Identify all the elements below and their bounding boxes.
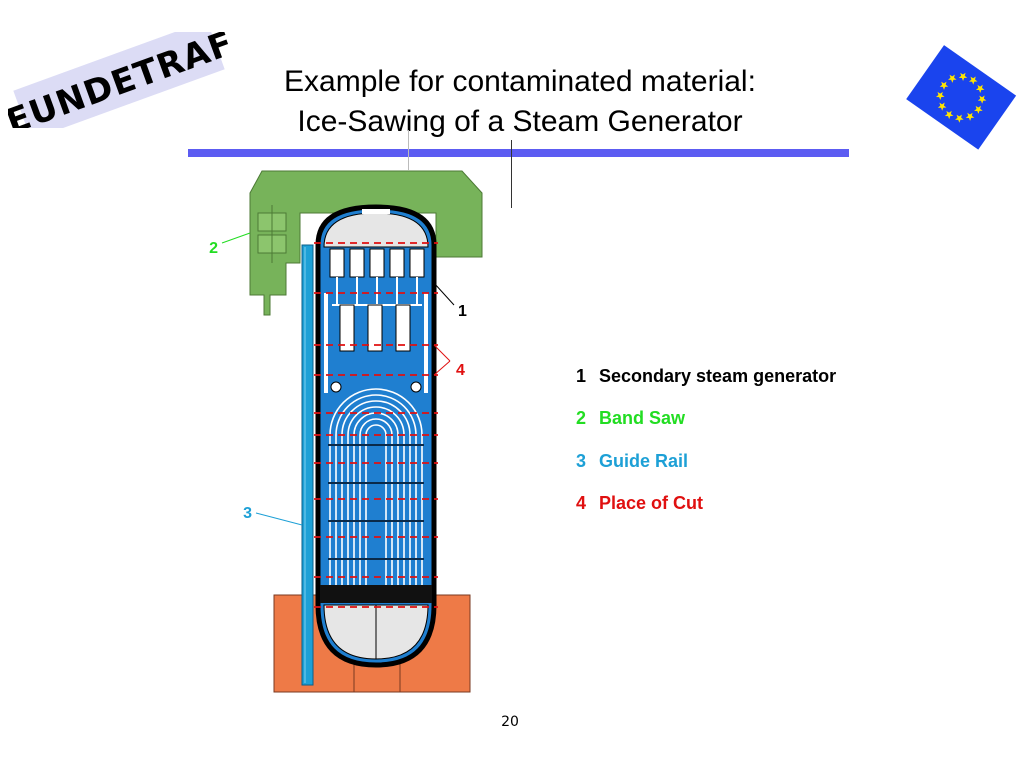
flag-star	[948, 74, 957, 83]
flag-star	[955, 114, 964, 123]
band-saw	[249, 170, 483, 316]
legend-number: 1	[576, 365, 587, 386]
legend-number: 3	[576, 450, 587, 471]
divider-line	[408, 130, 409, 170]
flag-background	[906, 45, 1017, 150]
separators	[329, 248, 425, 278]
label-1: 1	[458, 303, 467, 320]
legend-label: Guide Rail	[599, 450, 689, 471]
legend-item-3: 3 Guide Rail	[576, 440, 916, 483]
legend-label: Place of Cut	[599, 493, 704, 514]
logo-text: EUNDETRAF	[8, 32, 230, 128]
eundetraf-logo: EUNDETRAF	[8, 32, 230, 128]
eu-flag-icon	[906, 45, 1017, 150]
cut-lines	[314, 242, 438, 608]
flag-star	[975, 84, 985, 93]
flag-star	[935, 91, 945, 101]
title-line-1: Example for contaminated material:	[284, 65, 756, 98]
legend-item-2: 2 Band Saw	[576, 398, 916, 441]
legend-item-4: 4 Place of Cut	[576, 483, 916, 526]
flag-star	[968, 76, 978, 85]
label-3: 3	[243, 505, 252, 522]
flag-star	[974, 105, 983, 114]
title-line-2: Ice-Sawing of a Steam Generator	[297, 105, 743, 138]
flag-star	[977, 95, 987, 104]
flag-star	[965, 112, 975, 121]
flag-star	[958, 72, 968, 81]
legend-label: Band Saw	[599, 408, 686, 429]
guide-rail	[301, 244, 314, 686]
legend-item-1: 1 Secondary steam generator	[576, 355, 916, 398]
flag-star	[937, 102, 947, 111]
page-number: 20	[501, 714, 519, 730]
legend-label: Secondary steam generator	[599, 365, 837, 386]
legend-number: 2	[576, 408, 587, 429]
legend-number: 4	[576, 493, 587, 514]
slide-title: Example for contaminated material: Ice-S…	[200, 62, 840, 142]
legend: 1 Secondary steam generator 2 Band Saw 3…	[576, 355, 916, 525]
tube-sheet	[320, 585, 432, 603]
flag-star	[939, 81, 949, 90]
label-4: 4	[456, 362, 465, 379]
title-underline	[188, 149, 849, 157]
steam-generator-diagram: 2 1 4 3	[209, 170, 483, 693]
divider-line	[511, 140, 512, 208]
label-2: 2	[209, 240, 218, 257]
flag-star	[944, 110, 954, 120]
